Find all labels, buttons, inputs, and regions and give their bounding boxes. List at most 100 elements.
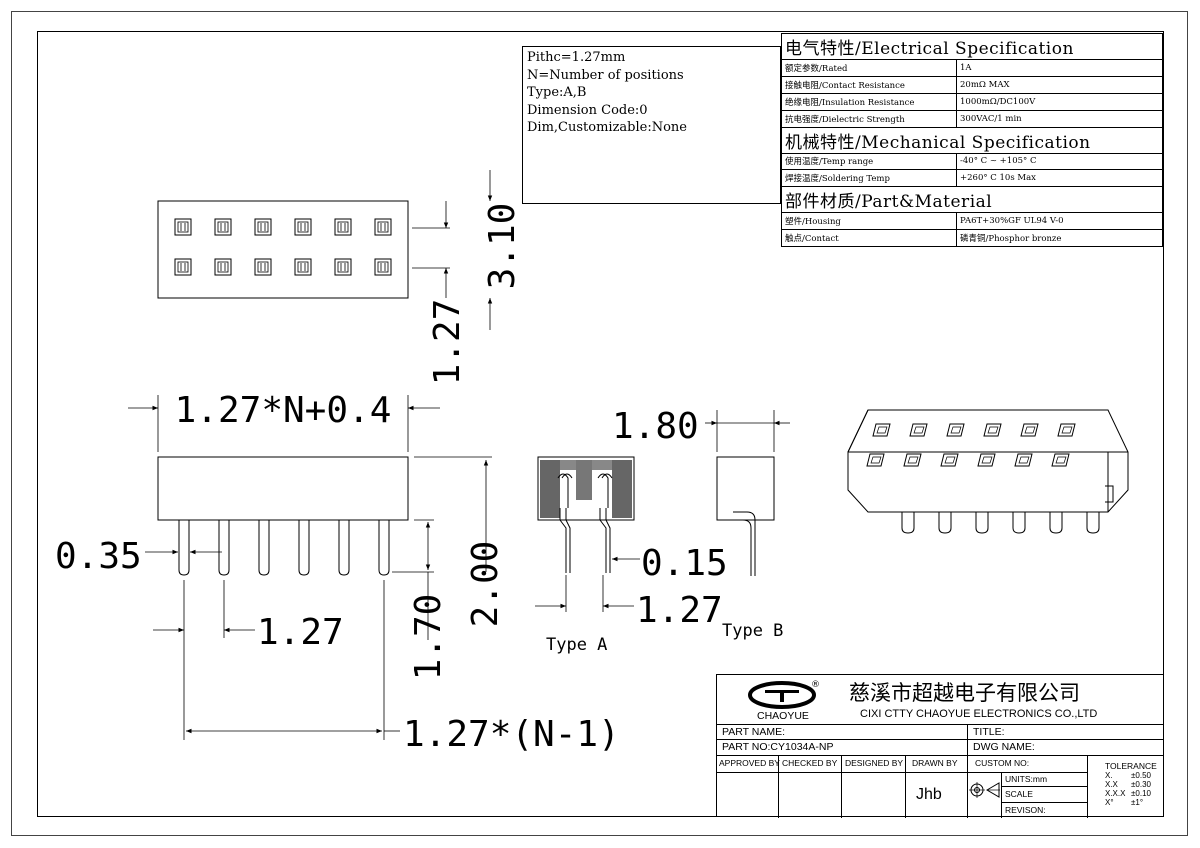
spec-value: 20mΩ MAX <box>956 75 1163 94</box>
spec-value: +260° C 10s Max <box>956 169 1163 188</box>
iso-slot <box>1051 453 1070 467</box>
top-slot-inner <box>177 221 189 233</box>
svg-text:®: ® <box>811 680 820 690</box>
iso-pin <box>938 512 952 534</box>
spec-label: 额定参数/Rated <box>781 59 957 77</box>
logo-text: CHAOYUE <box>757 710 809 722</box>
iso-slot <box>1020 423 1039 437</box>
spec-label: 焊接温度/Soldering Temp <box>781 169 957 188</box>
title-block: ® CHAOYUE 慈溪市超越电子有限公司 CIXI CTTY CHAOYUE … <box>716 674 1164 818</box>
spec-label: 触点/Contact <box>781 229 957 247</box>
iso-slot <box>940 453 959 467</box>
isometric-pins <box>901 485 1114 534</box>
top-view <box>157 170 493 330</box>
iso-slot-inner <box>950 426 962 434</box>
front-pin <box>258 520 270 576</box>
top-slot-inner <box>177 261 189 273</box>
dim-pin-thickness: 0.15 <box>641 543 728 584</box>
spec-label: 抗电强度/Dielectric Strength <box>781 109 957 128</box>
iso-slot <box>903 453 922 467</box>
top-slot-inner <box>377 221 389 233</box>
iso-pin <box>975 512 989 534</box>
tolerance-value: ±1° <box>1131 798 1144 807</box>
top-slot-inner <box>297 261 309 273</box>
top-slot <box>254 258 272 276</box>
iso-slot <box>1057 423 1076 437</box>
units-label: UNITS:mm <box>1005 774 1048 784</box>
spec-label: 接触电阻/Contact Resistance <box>781 75 957 94</box>
drawn-by-label: DRAWN BY <box>912 758 958 768</box>
top-slot <box>214 258 232 276</box>
iso-pin <box>1012 512 1026 534</box>
dim-pitch: 1.27 <box>257 612 344 653</box>
top-slot-inner <box>257 261 269 273</box>
drawn-by-value: Jhb <box>916 786 942 803</box>
note-line: Type:A,B <box>527 85 587 100</box>
top-view-slots <box>174 218 392 276</box>
dim-pin-width: 0.35 <box>55 536 142 577</box>
front-pin <box>218 520 230 576</box>
label-type-a: Type A <box>546 635 607 655</box>
top-slot <box>174 218 192 236</box>
top-slot <box>214 218 232 236</box>
top-slot <box>254 218 272 236</box>
front-view-pins <box>178 520 390 576</box>
iso-pin-end <box>1105 485 1114 503</box>
iso-slot-inner <box>944 456 956 464</box>
specification-table: 电气特性/Electrical Specification 额定参数/Rated… <box>781 33 1163 247</box>
iso-slot <box>983 423 1002 437</box>
tolerance-key: X.X <box>1105 780 1118 789</box>
iso-slot-inner <box>1061 426 1073 434</box>
note-line: Dim,Customizable:None <box>527 120 687 135</box>
drawing-frame-inner <box>37 31 1164 817</box>
front-view-housing <box>157 456 409 521</box>
spec-label: 塑件/Housing <box>781 212 957 231</box>
mechanical-spec-header: 机械特性/Mechanical Specification <box>781 126 1163 154</box>
iso-slot-inner <box>907 456 919 464</box>
section-view-type-a <box>535 456 640 612</box>
isometric-slots <box>866 423 1076 467</box>
iso-pin <box>1086 512 1100 534</box>
top-slot <box>174 258 192 276</box>
dwg-name-label: DWG NAME: <box>973 741 1035 753</box>
label-type-b: Type B <box>722 621 783 641</box>
front-pin <box>378 520 390 576</box>
company-name-en: CIXI CTTY CHAOYUE ELECTRONICS CO.,LTD <box>860 708 1098 720</box>
tolerance-key: X. <box>1105 771 1113 780</box>
scale-label: SCALE <box>1005 789 1033 799</box>
tolerance-value: ±0.10 <box>1131 789 1151 798</box>
drawing-frame-outer <box>11 11 1188 836</box>
tolerance-value: ±0.30 <box>1131 780 1151 789</box>
material-spec-header: 部件材质/Part&Material <box>781 186 1163 214</box>
notes-box: Pithc=1.27mm N=Number of positions Type:… <box>522 46 781 204</box>
dim-pitch-vertical: 1.27 <box>427 299 468 386</box>
electrical-spec-header: 电气特性/Electrical Specification <box>781 33 1163 60</box>
top-slot <box>374 218 392 236</box>
top-slot <box>334 258 352 276</box>
designed-by-label: DESIGNED BY <box>845 758 904 768</box>
front-pin <box>298 520 310 576</box>
iso-slot <box>866 453 885 467</box>
spec-value: PA6T+30%GF UL94 V-0 <box>956 212 1163 231</box>
part-no-label: PART NO:CY1034A-NP <box>722 741 834 753</box>
iso-slot-inner <box>913 426 925 434</box>
dim-pin-length: 1.70 <box>408 594 449 681</box>
iso-slot <box>909 423 928 437</box>
spec-value: 1000mΩ/DC100V <box>956 92 1163 111</box>
iso-slot-inner <box>987 426 999 434</box>
dim-overall-length: 1.27*N+0.4 <box>175 390 392 431</box>
iso-slot-inner <box>1055 456 1067 464</box>
top-slot-inner <box>297 221 309 233</box>
tolerance-value: ±0.50 <box>1131 771 1151 780</box>
iso-slot-inner <box>876 426 888 434</box>
top-slot <box>294 218 312 236</box>
top-slot-inner <box>377 261 389 273</box>
note-line: Dimension Code:0 <box>527 102 648 118</box>
revision-label: REVISON: <box>1005 805 1046 815</box>
top-slot <box>334 218 352 236</box>
front-pin <box>338 520 350 576</box>
iso-slot-inner <box>1018 456 1030 464</box>
note-line: Pithc=1.27mm <box>527 50 626 65</box>
spec-value: 1A <box>956 59 1163 77</box>
iso-slot <box>946 423 965 437</box>
